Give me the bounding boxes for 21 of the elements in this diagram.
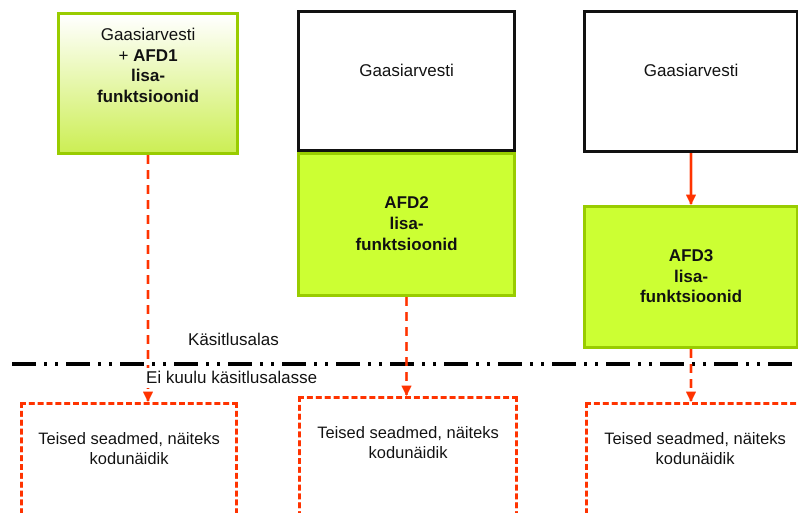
box-text: AFD3 lisa- funktsioonid bbox=[639, 246, 743, 308]
function-box bbox=[583, 205, 798, 349]
box-text: Teised seadmed, näiteks kodunäidik bbox=[37, 429, 221, 470]
device-box bbox=[20, 402, 238, 513]
meter-box bbox=[57, 12, 239, 155]
device-box bbox=[585, 402, 798, 513]
meter-box bbox=[583, 10, 798, 153]
box-text: Gaasiarvesti bbox=[644, 61, 738, 82]
box-text: Gaasiarvesti + AFD1 lisa- funktsioonid bbox=[96, 25, 200, 108]
arrow bbox=[686, 349, 696, 402]
arrow bbox=[401, 297, 412, 396]
zone-label: Ei kuulu käsitlusalasse bbox=[144, 368, 320, 388]
box-text: Teised seadmed, näiteks kodunäidik bbox=[603, 429, 787, 470]
device-box bbox=[298, 396, 518, 513]
meter-box bbox=[297, 10, 516, 152]
box-text: Gaasiarvesti bbox=[359, 60, 454, 82]
box-text: Teised seadmed, näiteks kodunäidik bbox=[316, 423, 500, 464]
arrow bbox=[142, 155, 154, 402]
box-text: AFD2 lisa- funktsioonid bbox=[354, 193, 458, 256]
arrow bbox=[686, 153, 696, 206]
function-box bbox=[297, 152, 516, 297]
